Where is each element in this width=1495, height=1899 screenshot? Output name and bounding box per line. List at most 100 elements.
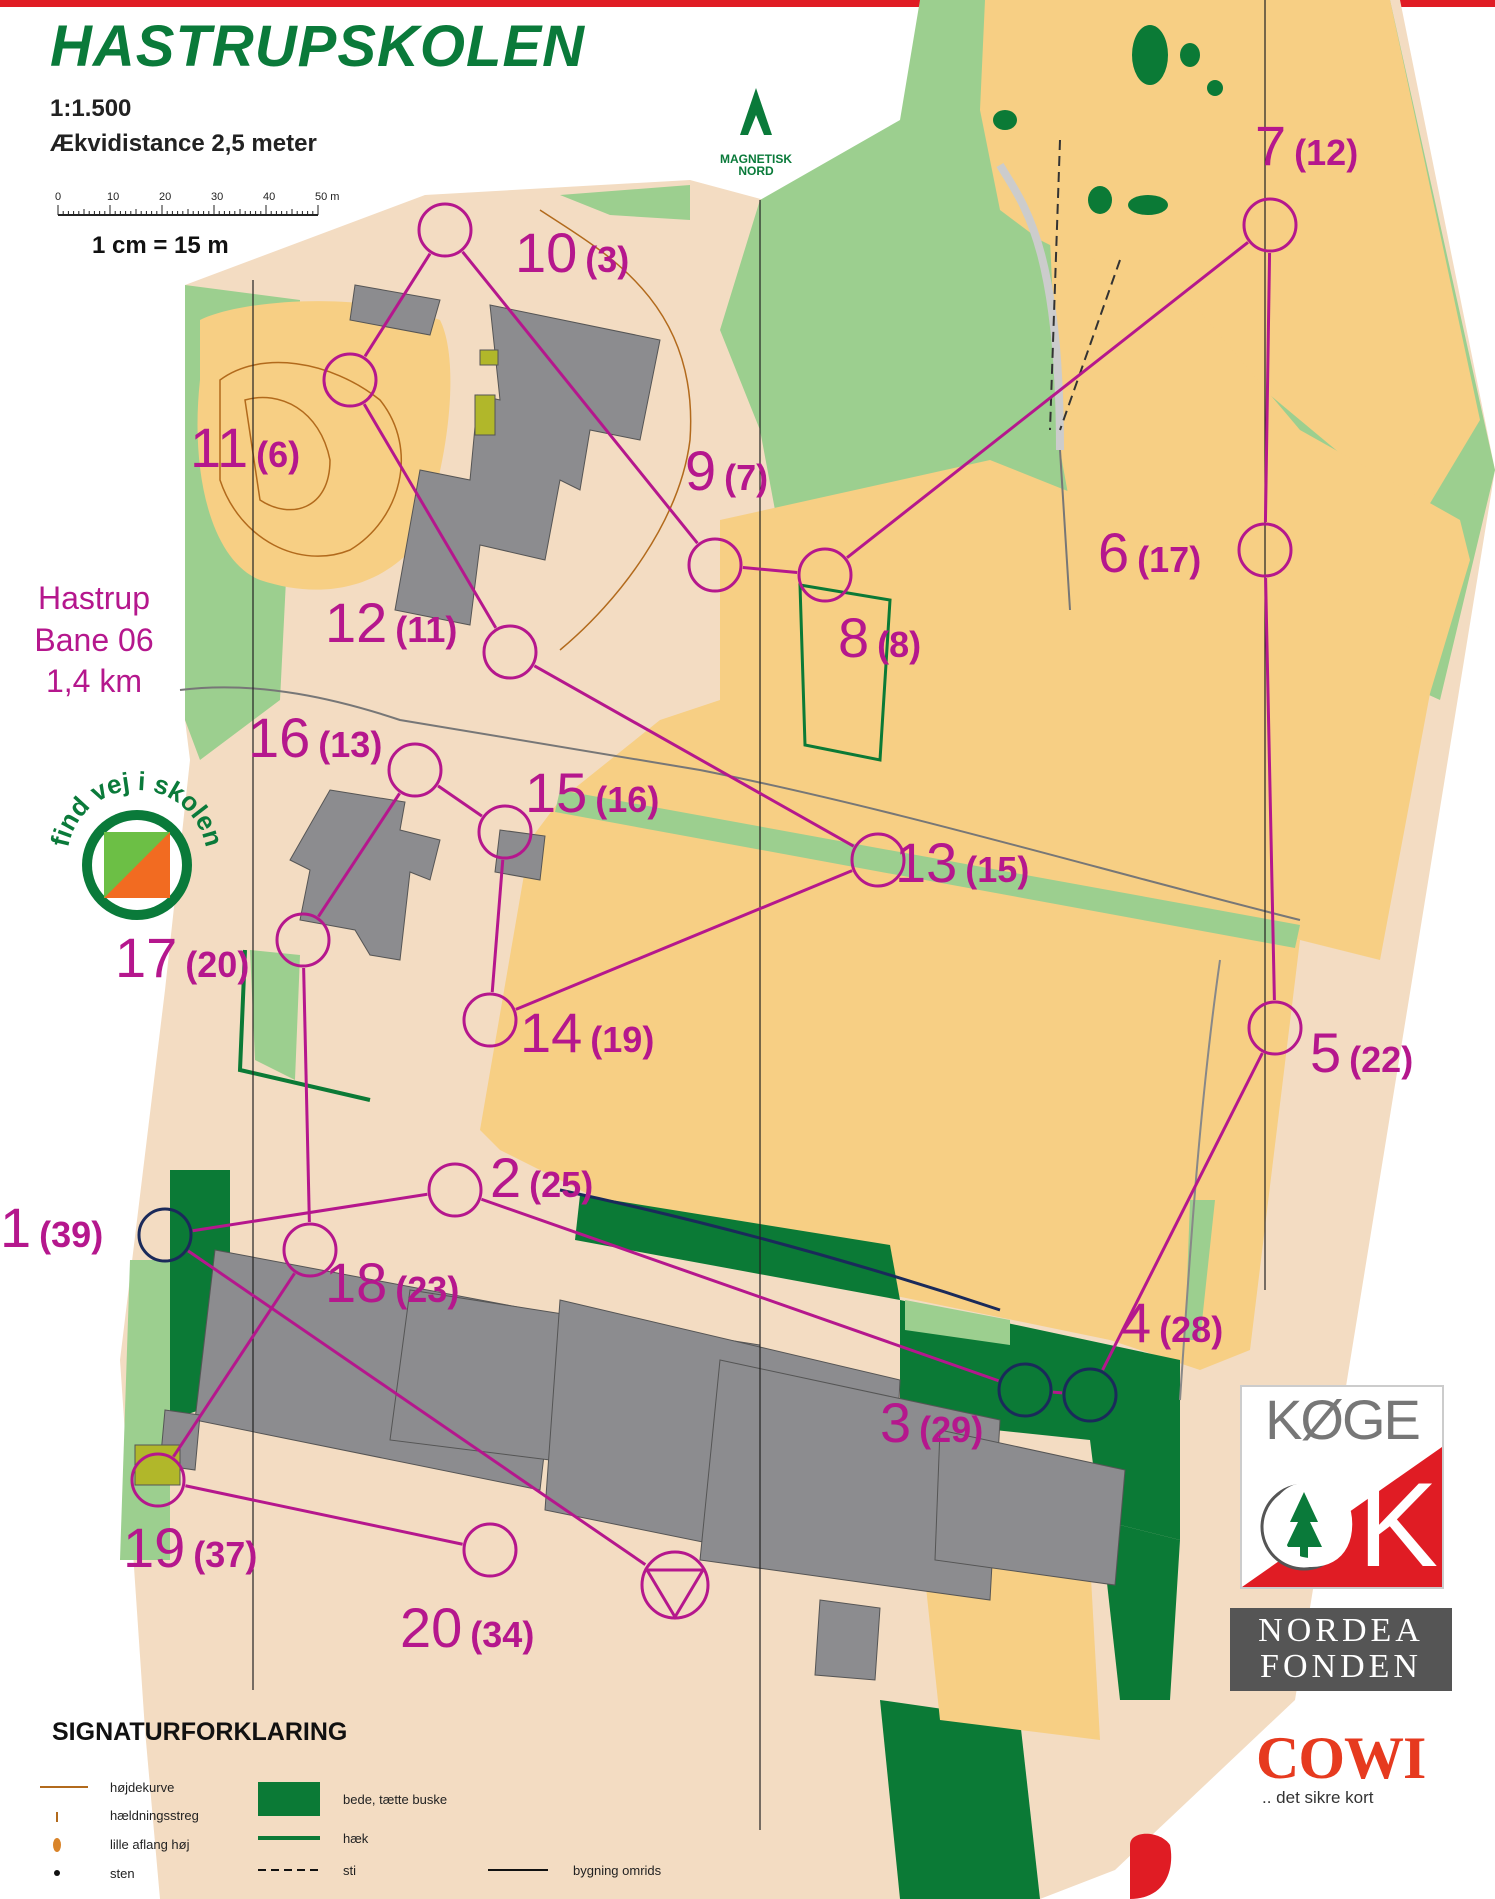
control-label-9: 9(7) <box>685 443 768 499</box>
control-circle-2 <box>427 1162 483 1218</box>
control-code: (13) <box>318 724 383 765</box>
nordea-text: NORDEA <box>1258 1612 1424 1649</box>
control-label-7: 7(12) <box>1255 118 1358 174</box>
course-leg <box>1052 1390 1063 1395</box>
north-arrow-icon: MAGNETISK NORD <box>720 88 792 178</box>
control-code: (28) <box>1159 1309 1224 1350</box>
control-circle-4 <box>1062 1367 1118 1423</box>
scale-tick-label: 0 <box>55 191 61 203</box>
course-leg <box>172 1272 296 1458</box>
control-label-20: 20(34) <box>400 1600 534 1656</box>
control-number: 12 <box>325 591 388 654</box>
ok-text: OK <box>1264 1458 1438 1589</box>
control-number: 19 <box>123 1516 186 1579</box>
course-leg <box>1263 252 1272 523</box>
buildings <box>134 284 1126 1681</box>
start-triangle-icon <box>640 1550 710 1620</box>
control-label-4: 4(28) <box>1120 1295 1223 1351</box>
control-code: (6) <box>256 434 301 475</box>
control-label-3: 3(29) <box>880 1395 983 1451</box>
scale-tick-label: 10 <box>107 191 119 203</box>
sponsor-mark-icon <box>1130 1833 1172 1899</box>
control-number: 5 <box>1310 1021 1342 1084</box>
find-vej-logo: find vej i skolen <box>42 750 232 940</box>
control-number: 10 <box>515 221 578 284</box>
control-circle-1 <box>137 1207 193 1263</box>
legend-hedge: hæk <box>343 1831 369 1846</box>
control-code: (8) <box>877 624 922 665</box>
control-label-18: 18(23) <box>325 1255 459 1311</box>
nordea-fonden-logo: NORDEA FONDEN <box>1230 1608 1452 1691</box>
control-code: (15) <box>965 849 1030 890</box>
control-code: (12) <box>1294 132 1359 173</box>
course-leg <box>480 1197 1000 1383</box>
koge-text: KØGE <box>1265 1388 1421 1451</box>
control-circle-14 <box>462 992 518 1048</box>
control-label-14: 14(19) <box>520 1005 654 1061</box>
north-label-1: MAGNETISK <box>720 152 792 166</box>
control-circle-16 <box>387 742 443 798</box>
control-circle-20 <box>462 1522 518 1578</box>
control-number: 20 <box>400 1596 463 1659</box>
course-leg <box>302 967 311 1223</box>
control-number: 8 <box>838 606 870 669</box>
course-leg <box>362 403 498 629</box>
control-circle-19 <box>130 1452 186 1508</box>
control-code: (7) <box>724 457 769 498</box>
control-label-16: 16(13) <box>248 710 382 766</box>
control-circle-9 <box>687 537 743 593</box>
control-circle-15 <box>477 804 533 860</box>
course-leg <box>515 869 853 1011</box>
terrain <box>120 0 1495 1899</box>
scale-tick-label: 20 <box>159 191 171 203</box>
control-label-6: 6(17) <box>1098 525 1201 581</box>
control-code: (17) <box>1137 539 1202 580</box>
course-leg <box>437 784 483 818</box>
control-code: (34) <box>470 1614 535 1655</box>
control-code: (29) <box>919 1409 984 1450</box>
control-label-1: 1(39) <box>0 1200 103 1256</box>
legend-outline: bygning omrids <box>573 1863 662 1878</box>
control-circle-11 <box>322 352 378 408</box>
control-number: 9 <box>685 439 717 502</box>
control-code: (11) <box>395 609 458 650</box>
control-label-15: 15(16) <box>525 765 659 821</box>
control-number: 4 <box>1120 1291 1152 1354</box>
map-scale: 1:1.500 <box>50 95 132 122</box>
map-equidistance: Ækvidistance 2,5 meter <box>50 130 317 157</box>
scale-tick-label: 40 <box>263 191 275 203</box>
legend-title: SIGNATURFORKLARING <box>52 1718 348 1746</box>
course-leg <box>1264 577 1276 1001</box>
fonden-text: FONDEN <box>1260 1648 1422 1685</box>
control-circle-7 <box>1242 197 1298 253</box>
course-leg <box>742 566 798 574</box>
course-leg <box>533 664 855 848</box>
map-title: HASTRUPSKOLEN <box>50 14 586 79</box>
control-number: 18 <box>325 1251 388 1314</box>
course-leg <box>363 252 432 358</box>
scale-note: 1 cm = 15 m <box>92 232 229 259</box>
course-leg <box>187 1249 647 1566</box>
course-leg <box>846 241 1249 559</box>
control-number: 15 <box>525 761 588 824</box>
control-code: (37) <box>193 1534 258 1575</box>
control-number: 6 <box>1098 521 1130 584</box>
control-code: (19) <box>590 1019 655 1060</box>
control-circle-5 <box>1247 1000 1303 1056</box>
control-label-10: 10(3) <box>515 225 629 281</box>
control-code: (20) <box>185 944 250 985</box>
control-circles <box>130 197 1303 1578</box>
course-leg <box>490 859 505 993</box>
top-border <box>0 0 1495 7</box>
course-leg <box>185 1484 463 1546</box>
control-circle-8 <box>797 547 853 603</box>
control-circle-10 <box>417 202 473 258</box>
control-circle-18 <box>282 1222 338 1278</box>
control-circle-3 <box>997 1362 1053 1418</box>
control-circle-17 <box>275 912 331 968</box>
scale-tick-label: 50 m <box>315 191 339 203</box>
course-leg <box>461 250 699 545</box>
cowi-logo: COWI <box>1256 1725 1426 1791</box>
